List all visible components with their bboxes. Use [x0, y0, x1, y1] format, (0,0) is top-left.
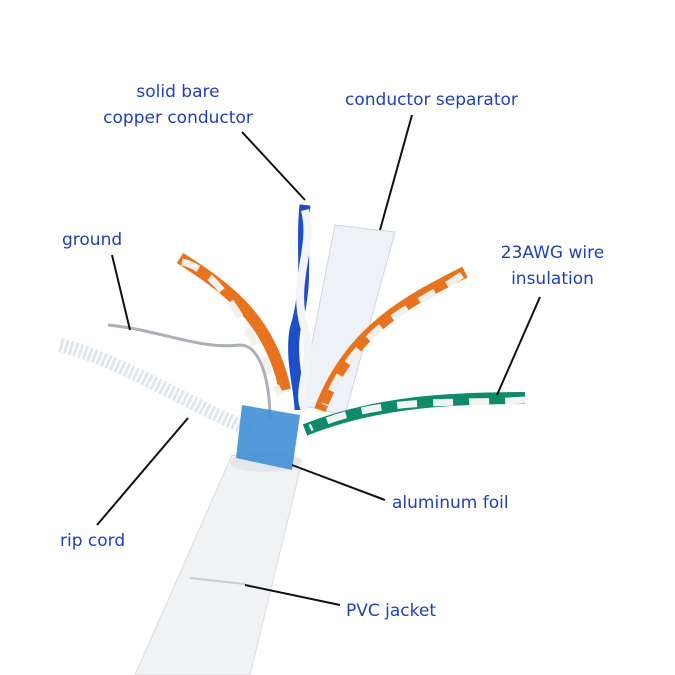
ground-label: ground — [62, 230, 123, 250]
solid-bare-copper-conductor-label: solid bare copper conductor — [88, 79, 268, 131]
label-line: solid bare — [136, 82, 220, 102]
label-line: insulation — [511, 269, 594, 289]
pvc-jacket — [134, 454, 301, 675]
aluminum-foil — [236, 405, 300, 470]
wire-insulation-label: 23AWG wire insulation — [490, 240, 615, 292]
jacket-seam — [189, 577, 246, 585]
leader-lines — [96, 114, 541, 606]
ground-wire — [107, 323, 272, 421]
rip-cord-fibers — [58, 338, 253, 437]
orange-white-wire-right — [321, 272, 465, 407]
green-white-wire — [308, 396, 526, 432]
orange-white-wire-left — [181, 258, 284, 397]
rip-cord-label: rip cord — [60, 531, 126, 551]
label-line: 23AWG wire — [500, 243, 605, 263]
aluminum-foil-label: aluminum foil — [392, 493, 509, 513]
conductor-separator-label: conductor separator — [345, 90, 518, 110]
pvc-jacket-label: PVC jacket — [346, 601, 437, 621]
blue-white-wire — [296, 209, 312, 412]
label-line: copper conductor — [103, 108, 253, 128]
